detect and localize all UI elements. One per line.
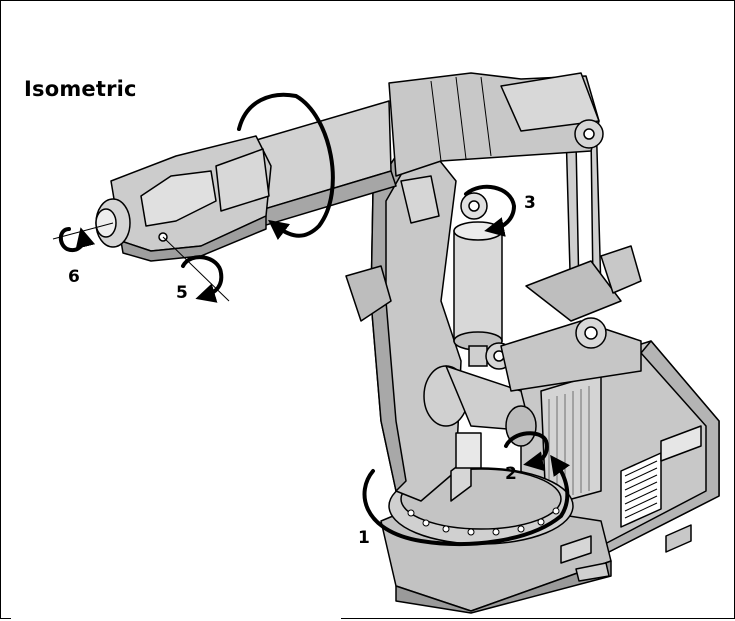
balancing-cylinder: [453, 192, 503, 367]
rear-link: [500, 115, 642, 392]
axis-label-6: 6: [68, 267, 80, 287]
upper-arm: [235, 72, 604, 232]
axis-label-1: 1: [358, 528, 370, 548]
axis-label-3: 3: [524, 193, 536, 213]
axis-labels: 1 2 3 5 6: [68, 193, 536, 548]
axis-label-2: 2: [505, 464, 517, 484]
figure-title: Isometric: [24, 77, 137, 101]
axis-label-5: 5: [176, 283, 188, 303]
frame-gap: [11, 615, 341, 621]
rotation-arrows: [58, 92, 570, 546]
forearm-wrist: [95, 135, 272, 262]
